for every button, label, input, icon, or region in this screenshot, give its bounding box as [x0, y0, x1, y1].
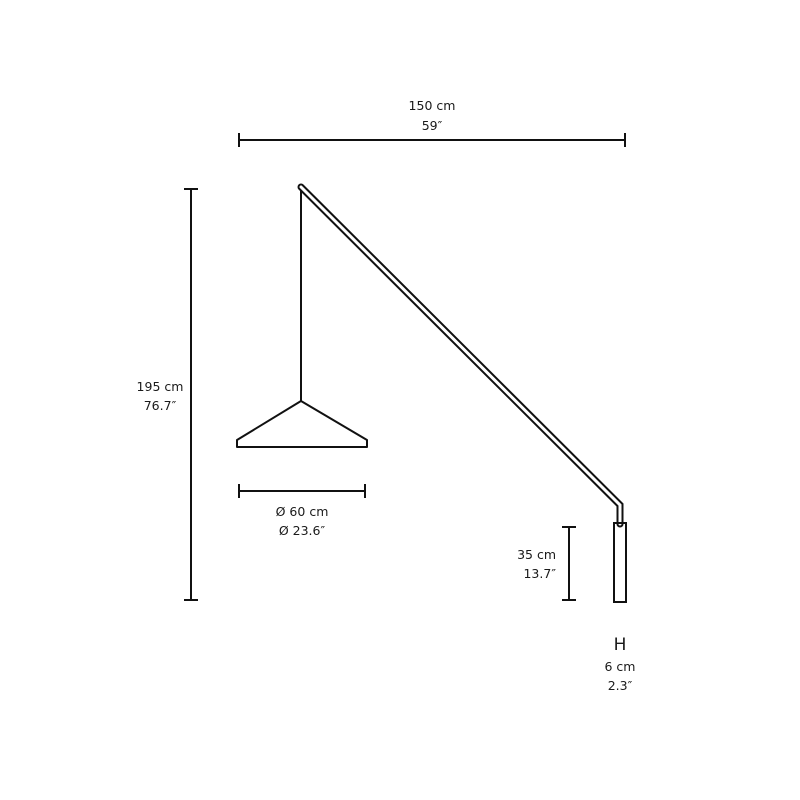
width-dimension: 150 cm 59″: [238, 98, 626, 147]
height-dimension: 195 cm 76.7″: [137, 188, 198, 601]
lamp-shade: [236, 400, 368, 448]
height-imperial: 76.7″: [144, 398, 177, 413]
lamp-arm: [297, 183, 624, 528]
base-height-dimension: 35 cm 13.7″: [517, 526, 576, 601]
base-width-metric: 6 cm: [605, 659, 636, 674]
height-metric: 195 cm: [137, 379, 184, 394]
base-width-imperial: 2.3″: [608, 678, 633, 693]
base-height-imperial: 13.7″: [523, 566, 556, 581]
diameter-metric: Ø 60 cm: [276, 504, 329, 519]
diameter-dimension: Ø 60 cm Ø 23.6″: [238, 484, 366, 538]
base-width-dimension: H 6 cm 2.3″: [605, 635, 636, 693]
diameter-imperial: Ø 23.6″: [279, 523, 326, 538]
width-imperial: 59″: [422, 118, 443, 133]
base-height-metric: 35 cm: [517, 547, 556, 562]
lamp: [236, 183, 627, 603]
lamp-base: [613, 522, 627, 603]
width-metric: 150 cm: [409, 98, 456, 113]
base-width-symbol: H: [614, 635, 627, 655]
